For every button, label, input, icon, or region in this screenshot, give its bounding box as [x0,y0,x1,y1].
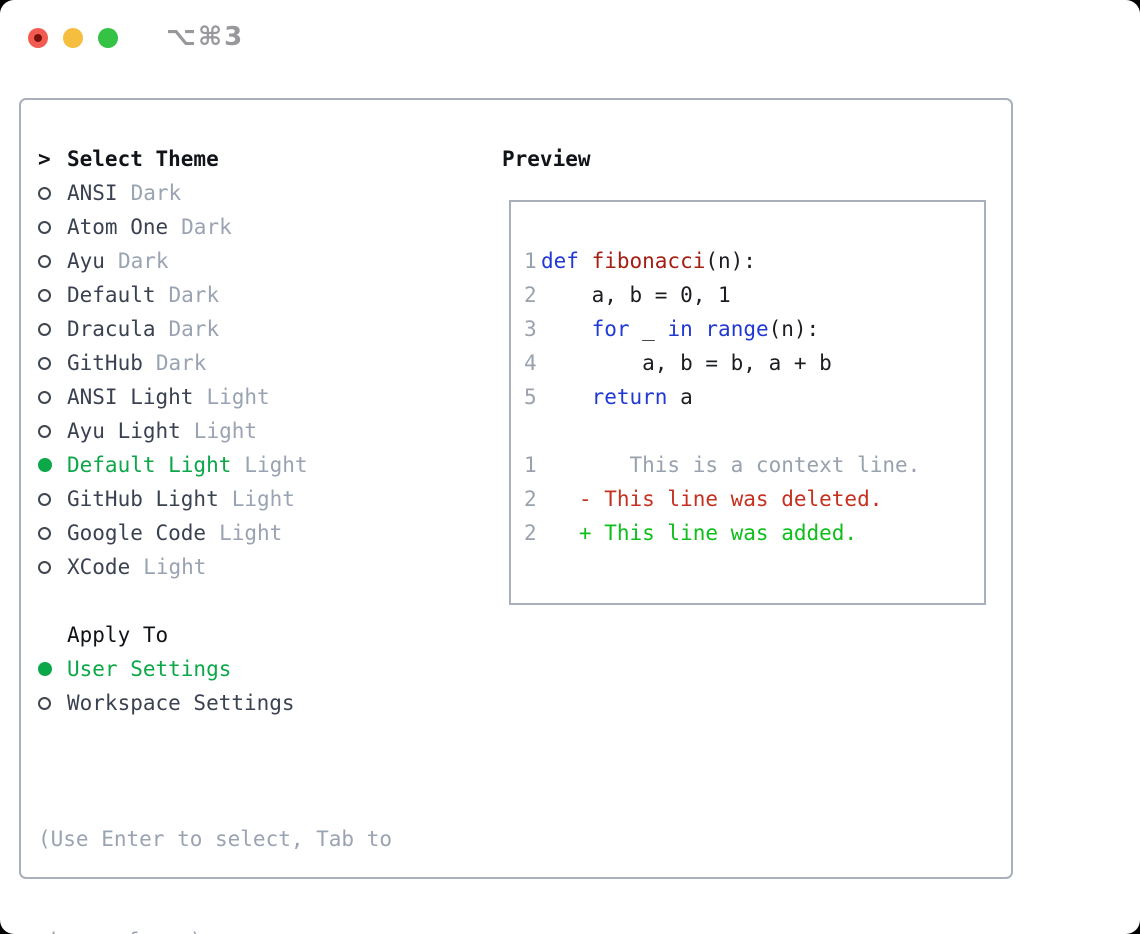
minimize-button[interactable] [63,28,83,48]
theme-name: GitHub [67,351,143,375]
theme-variant-tag: Light [143,555,207,579]
line-number: 1 [524,453,537,477]
theme-option-google-code[interactable]: Google Code Light [38,516,308,550]
line-number: 3 [524,317,537,341]
radio-selected-icon [38,458,67,472]
line-number: 2 [524,283,537,307]
theme-option-ansi[interactable]: ANSI Dark [38,176,308,210]
preview-title: Preview [502,147,591,171]
code-line: 4 a, b = b, a + b [524,346,974,380]
theme-name: Ayu [67,249,105,273]
apply-to-header: Apply To [67,623,169,647]
diff-line-add: 2 + This line was added. [524,516,974,550]
radio-icon [38,526,67,540]
apply-option-workspace-settings[interactable]: Workspace Settings [38,686,295,720]
line-number: 2 [524,521,537,545]
theme-option-xcode[interactable]: XCode Light [38,550,308,584]
theme-variant-tag: Light [244,453,308,477]
maximize-button[interactable] [98,28,118,48]
radio-icon [38,696,67,710]
help-text: (Use Enter to select, Tab to change focu… [38,754,392,934]
diff-line-ctx: 1 This is a context line. [524,448,974,482]
theme-selector-panel [19,98,1013,879]
theme-option-default[interactable]: Default Dark [38,278,308,312]
code-line: 3 for _ in range(n): [524,312,974,346]
radio-icon [38,254,67,268]
select-theme-title: Select Theme [67,147,219,171]
theme-option-atom-one[interactable]: Atom One Dark [38,210,308,244]
radio-icon [38,492,67,506]
theme-variant-tag: Light [219,521,283,545]
radio-icon [38,390,67,404]
theme-name: ANSI [67,181,118,205]
theme-name: XCode [67,555,131,579]
theme-variant-tag: Light [231,487,295,511]
theme-variant-tag: Dark [168,317,220,341]
help-line: change focus) [38,924,392,934]
theme-name: Default Light [67,453,232,477]
theme-name: Google Code [67,521,207,545]
radio-icon [38,356,67,370]
theme-name: Ayu Light [67,419,181,443]
focus-caret-icon: > [38,147,51,171]
radio-icon [38,424,67,438]
theme-variant-tag: Dark [168,283,220,307]
line-number: 5 [524,385,537,409]
theme-variant-tag: Dark [155,351,207,375]
theme-name: Default [67,283,156,307]
unsaved-dot-icon [34,34,42,42]
select-theme-header: > Select Theme [38,142,219,176]
theme-option-github-light[interactable]: GitHub Light Light [38,482,308,516]
radio-icon [38,322,67,336]
theme-variant-tag: Dark [130,181,182,205]
line-number: 4 [524,351,537,375]
theme-option-ansi-light[interactable]: ANSI Light Light [38,380,308,414]
window-title: ⌥⌘3 [166,22,245,52]
theme-variant-tag: Light [206,385,270,409]
theme-name: GitHub Light [67,487,219,511]
radio-icon [38,560,67,574]
radio-icon [38,220,67,234]
close-button[interactable] [28,28,48,48]
theme-option-ayu[interactable]: Ayu Dark [38,244,308,278]
help-line: (Use Enter to select, Tab to [38,827,393,851]
radio-icon [38,288,67,302]
theme-option-default-light[interactable]: Default Light Light [38,448,308,482]
theme-option-dracula[interactable]: Dracula Dark [38,312,308,346]
theme-name: Dracula [67,317,156,341]
theme-option-github[interactable]: GitHub Dark [38,346,308,380]
code-line: 2 a, b = 0, 1 [524,278,974,312]
apply-option-user-settings[interactable]: User Settings [38,652,295,686]
radio-selected-icon [38,662,67,676]
diff-line-del: 2 - This line was deleted. [524,482,974,516]
code-line: 5 return a [524,380,974,414]
theme-name: ANSI Light [67,385,194,409]
theme-name: Atom One [67,215,169,239]
theme-variant-tag: Dark [117,249,169,273]
preview-diff: 1 This is a context line.2 - This line w… [524,448,974,550]
theme-option-ayu-light[interactable]: Ayu Light Light [38,414,308,448]
apply-option-label: User Settings [67,657,232,681]
apply-option-label: Workspace Settings [67,691,295,715]
radio-icon [38,186,67,200]
theme-variant-tag: Light [193,419,258,443]
line-number: 2 [524,487,537,511]
preview-blank-line [524,414,974,448]
line-number: 1 [524,249,537,273]
theme-variant-tag: Dark [181,215,232,239]
